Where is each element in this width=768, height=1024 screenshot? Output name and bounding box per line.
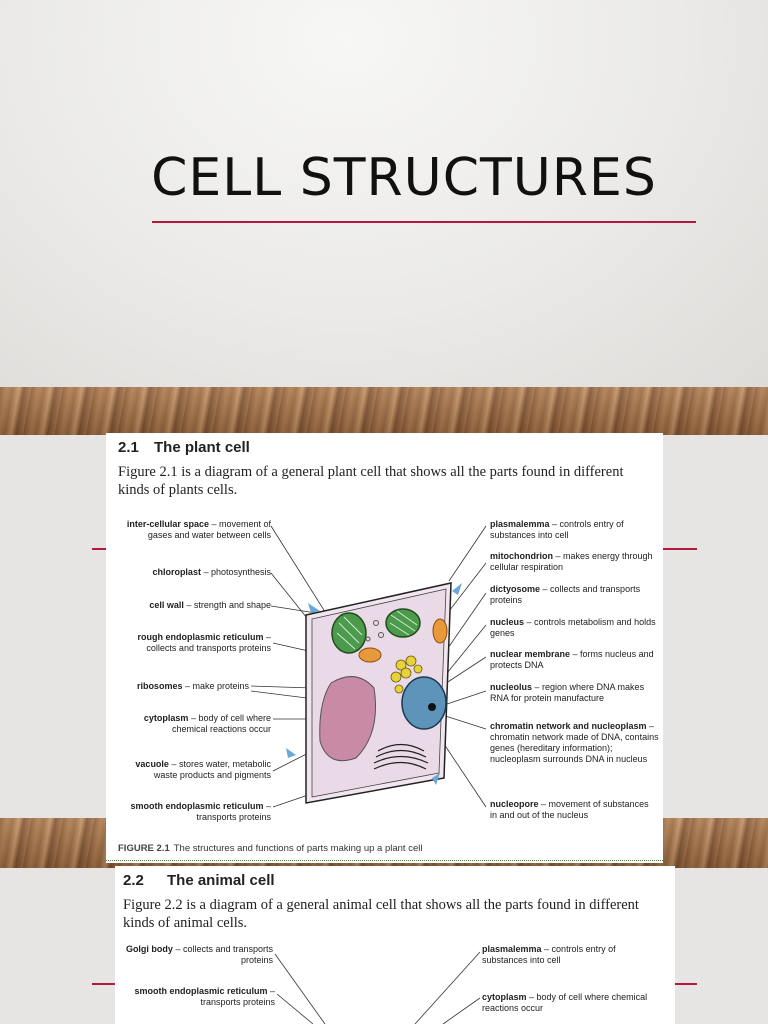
label-plasmalemma: plasmalemma – controls entry of substanc… — [482, 944, 616, 965]
section-heading: The plant cell — [154, 439, 250, 456]
label-rough-er: rough endoplasmic reticulum – collects a… — [137, 632, 271, 653]
label-nuclear-membrane: nuclear membrane – forms nucleus and pro… — [490, 649, 654, 670]
label-intercellular-space: inter-cellular space – movement of gases… — [126, 519, 271, 540]
label-mitochondrion: mitochondrion – makes energy through cel… — [490, 551, 653, 572]
plant-cell-diagram — [250, 525, 487, 808]
section-intro: Figure 2.1 is a diagram of a general pla… — [118, 464, 624, 498]
label-smooth-er: smooth endoplasmic reticulum – transport… — [130, 801, 271, 822]
section-heading: The animal cell — [167, 872, 275, 889]
slide-accent-line — [92, 983, 117, 985]
label-nucleopore: nucleopore – movement of substances in a… — [490, 799, 649, 820]
animal-cell-diagram — [274, 951, 481, 1024]
label-nucleolus: nucleolus – region where DNA makes RNA f… — [490, 682, 645, 703]
slide-background — [0, 0, 768, 387]
slide-accent-line — [674, 983, 697, 985]
label-cytoplasm: cytoplasm – body of cell where chemical … — [482, 992, 648, 1013]
label-nucleus: nucleus – controls metabolism and holds … — [490, 617, 656, 638]
label-chloroplast: chloroplast – photosynthesis — [152, 567, 271, 577]
label-vacuole: vacuole – stores water, metabolic waste … — [135, 759, 271, 780]
slide-title: CELL STRUCTURES — [151, 148, 657, 208]
label-smooth-er: smooth endoplasmic reticulum – transport… — [134, 986, 275, 1007]
label-cytoplasm: cytoplasm – body of cell where chemical … — [143, 713, 271, 734]
wood-floor-strip — [0, 387, 768, 435]
label-ribosomes: ribosomes – make proteins — [136, 681, 249, 691]
section-number: 2.1 — [118, 439, 139, 456]
label-plasmalemma: plasmalemma – controls entry of substanc… — [490, 519, 624, 540]
plant-cell-page: 2.1 The plant cell Figure 2.1 is a diagr… — [106, 433, 663, 863]
section-intro: Figure 2.2 is a diagram of a general ani… — [123, 897, 639, 931]
label-cell-wall: cell wall – strength and shape — [149, 600, 271, 610]
animal-cell-page: 2.2 The animal cell Figure 2.2 is a diag… — [115, 866, 675, 1024]
title-underline — [152, 221, 696, 223]
label-chromatin-network: chromatin network and nucleoplasm – chro… — [490, 721, 659, 764]
label-dictyosome: dictyosome – collects and transports pro… — [490, 584, 641, 605]
page-border — [106, 860, 663, 861]
slide-accent-line — [92, 548, 112, 550]
slide-accent-line — [662, 548, 697, 550]
section-number: 2.2 — [123, 872, 144, 889]
label-golgi-body: Golgi body – collects and transports pro… — [125, 944, 273, 965]
